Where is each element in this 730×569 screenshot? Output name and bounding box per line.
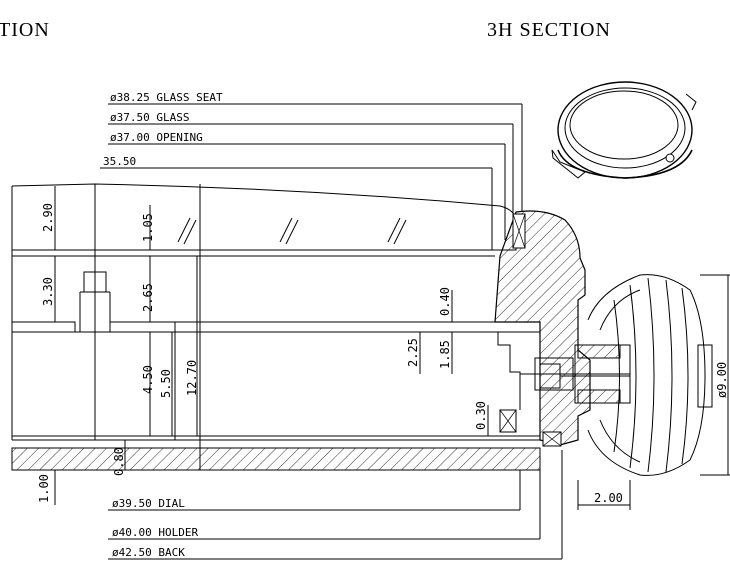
movement-stem [497,332,631,410]
label-glass-seat: ø38.25 GLASS SEAT [110,91,223,104]
dim-2-90: 2.90 [41,203,55,232]
dim-1-05: 1.05 [141,213,155,242]
dim-4-50: 4.50 [141,365,155,394]
watch-perspective-sketch [551,81,697,179]
case-middle [494,210,591,447]
dim-5-50: 5.50 [159,369,173,398]
dim-12-70: 12.70 [185,360,199,396]
dimension-lines [54,186,730,510]
title-3h-section: 3H SECTION [487,19,611,41]
dim-0-30: 0.30 [474,401,488,430]
leader-lines-bottom [108,450,563,560]
title-left-partial: TION [0,19,50,41]
dim-9-00: ø9.00 [715,362,729,398]
dim-1-85: 1.85 [438,340,452,369]
label-holder: ø40.00 HOLDER [112,526,198,539]
label-glass: ø37.50 GLASS [110,111,189,124]
label-dial: ø39.50 DIAL [112,497,185,510]
dim-3-30: 3.30 [41,277,55,306]
crown [587,274,713,476]
dim-2-00: 2.00 [594,491,623,505]
glass-crystal [11,183,517,251]
dim-0-80: 0.80 [112,447,126,476]
label-3550: 35.50 [103,155,136,168]
label-opening: ø37.00 OPENING [110,131,203,144]
dim-1-00: 1.00 [37,474,51,503]
case-back [11,447,541,471]
label-back: ø42.50 BACK [112,546,185,559]
dim-2-25: 2.25 [406,338,420,367]
watch-body [11,184,541,470]
dim-0-40: 0.40 [438,287,452,316]
dim-2-65: 2.65 [141,283,155,312]
leader-lines-top [100,103,523,250]
